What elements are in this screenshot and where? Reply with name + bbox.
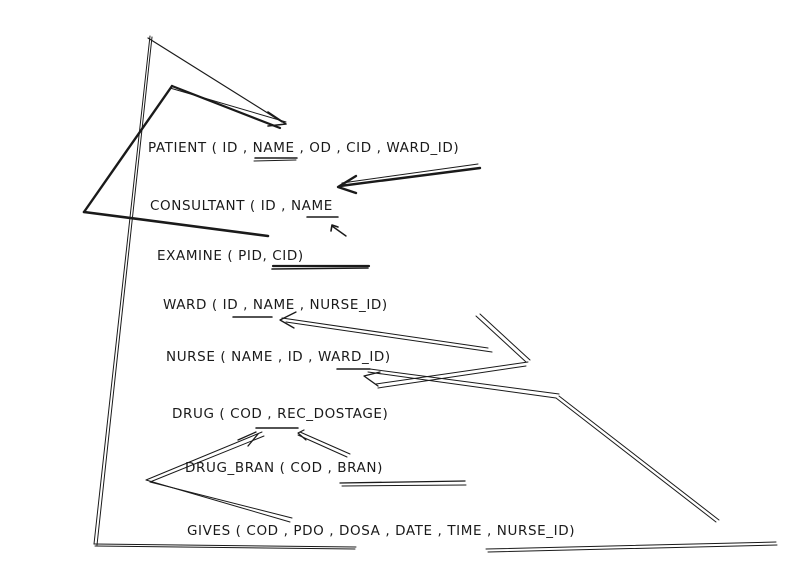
relation-ward: WARD ( ID , NAME , NURSE_ID) — [163, 297, 388, 313]
gives-nurse-line-2 — [558, 395, 720, 521]
frame-left-line-2 — [96, 36, 153, 546]
arrow-gives-drug — [145, 431, 293, 523]
frame-connector — [93, 35, 357, 550]
arrow-nurse-ward — [279, 311, 493, 353]
gives-drug-line-1 — [145, 431, 263, 481]
frame-bottom-line-2 — [94, 545, 356, 550]
arrow-head-ward — [279, 311, 297, 329]
relation-drug-bran: DRUG_BRAN ( COD , BRAN) — [185, 460, 383, 476]
ward-link-line-2 — [285, 321, 493, 353]
arrow-line-cid-2 — [341, 163, 479, 184]
arrow-head-drug-right — [297, 429, 307, 441]
ward-nurse-back-2 — [377, 365, 527, 389]
ward-nurse-down-2 — [479, 313, 531, 361]
small-arrow-line — [331, 225, 347, 237]
drugbran-drug-line-1 — [299, 431, 351, 455]
frame-top-line — [147, 37, 283, 123]
arrow-head-drug-left-a — [237, 431, 257, 441]
gives-nurse-line-1 — [555, 397, 717, 523]
arrow-gives-nurse — [367, 368, 720, 523]
arrow-line-cid — [338, 166, 482, 188]
examine-patient-connector — [82, 84, 287, 238]
relation-drug: DRUG ( COD , REC_DOSTAGE) — [172, 406, 388, 422]
relation-patient: PATIENT ( ID , NAME , OD , CID , WARD_ID… — [148, 140, 459, 156]
ward-nurse-back-1 — [375, 361, 529, 385]
gives-nurse-line-4 — [369, 368, 560, 395]
frame-left-line — [93, 35, 151, 545]
gives-pk-underline — [485, 541, 777, 550]
drug-bran-pk-underline-2 — [341, 484, 467, 487]
small-arrow-head — [330, 224, 339, 232]
drugbran-drug-line-2 — [297, 434, 348, 458]
ward-link-line-1 — [281, 317, 489, 349]
arrow-examine-consultant — [330, 224, 347, 237]
gives-drug-line-2 — [149, 435, 265, 483]
arrow-head-consultant — [336, 174, 358, 195]
arrow-ward-nurse — [363, 313, 531, 389]
relation-gives: GIVES ( COD , PDO , DOSA , DATE , TIME ,… — [187, 523, 575, 539]
gives-nurse-line-3 — [367, 371, 557, 399]
loop-bottom-edge — [82, 210, 270, 238]
loop-top-edge-2 — [169, 87, 287, 123]
arrow-cid-consultant — [336, 163, 482, 195]
examine-pk-underline-2 — [271, 267, 369, 270]
loop-left-edge — [82, 84, 174, 214]
patient-id-underline-2 — [253, 159, 297, 162]
relation-examine: EXAMINE ( PID, CID) — [157, 248, 304, 264]
gives-drug-line-4 — [149, 481, 293, 519]
arrow-head-drug-left-b — [247, 433, 259, 447]
frame-bottom-line — [93, 543, 357, 548]
loop-top-edge — [170, 84, 282, 130]
relation-consultant: CONSULTANT ( ID , NAME — [150, 198, 333, 214]
relation-nurse: NURSE ( NAME , ID , WARD_ID) — [166, 349, 391, 365]
key-underlines — [232, 157, 778, 553]
gives-pk-underline-2 — [487, 544, 778, 553]
ward-nurse-down-1 — [475, 315, 527, 363]
arrow-drugbran-drug — [297, 429, 351, 458]
drug-bran-pk-underline — [339, 480, 466, 484]
